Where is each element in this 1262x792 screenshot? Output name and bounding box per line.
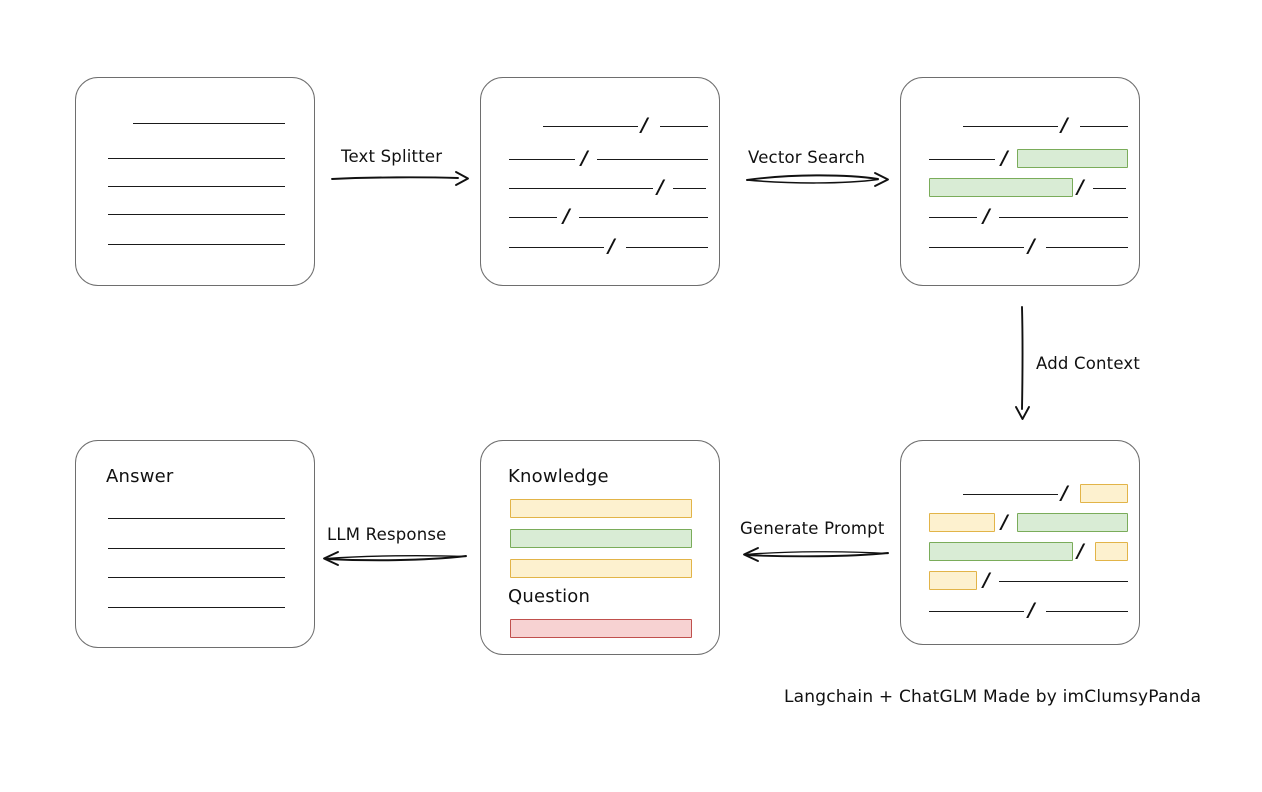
chunk-line <box>963 126 1058 127</box>
chunk-slash: / <box>1077 176 1084 198</box>
chunk-line <box>929 217 977 218</box>
question-bar[interactable] <box>510 619 692 638</box>
context-chunks-box[interactable]: / / / / / <box>900 440 1140 645</box>
chunk-line <box>999 217 1128 218</box>
chunk-line <box>626 247 708 248</box>
edge-label-vector-search: Vector Search <box>748 148 866 167</box>
chunk-line <box>543 126 638 127</box>
source-document-box[interactable] <box>75 77 315 286</box>
document-line <box>108 158 285 159</box>
chunk-line <box>509 217 557 218</box>
chunk-slash: / <box>608 235 615 257</box>
document-line <box>108 214 285 215</box>
answer-line <box>108 518 285 519</box>
edge-label-generate-prompt: Generate Prompt <box>740 519 885 538</box>
answer-heading: Answer <box>106 466 174 487</box>
context-chunk-highlight[interactable] <box>1080 484 1128 503</box>
credit-text: Langchain + ChatGLM Made by imClumsyPand… <box>784 687 1202 707</box>
prompt-box[interactable]: Knowledge Question <box>480 440 720 655</box>
context-chunk-highlight[interactable] <box>1095 542 1128 561</box>
chunk-line <box>509 188 653 189</box>
add-context-arrow <box>1015 306 1030 420</box>
chunk-line <box>1080 126 1128 127</box>
chunk-line <box>597 159 708 160</box>
knowledge-bar[interactable] <box>510 559 692 578</box>
generate-prompt-arrow <box>743 547 889 562</box>
vector-search-arrow <box>746 172 889 187</box>
document-line <box>108 186 285 187</box>
knowledge-heading: Knowledge <box>508 466 609 487</box>
context-chunk-highlight[interactable] <box>929 513 995 532</box>
chunk-line <box>1046 247 1128 248</box>
chunk-line <box>929 247 1024 248</box>
answer-box[interactable]: Answer <box>75 440 315 648</box>
context-chunk-highlight[interactable] <box>929 571 977 590</box>
knowledge-bar[interactable] <box>510 529 692 548</box>
chunk-line <box>579 217 708 218</box>
chunk-slash: / <box>1001 511 1008 533</box>
matched-chunks-box[interactable]: / / / / / <box>900 77 1140 286</box>
chunk-slash: / <box>1077 540 1084 562</box>
chunk-slash: / <box>1028 599 1035 621</box>
chunk-slash: / <box>983 205 990 227</box>
split-chunks-box[interactable]: / / / / / <box>480 77 720 286</box>
matched-chunk-highlight[interactable] <box>929 178 1073 197</box>
answer-line <box>108 607 285 608</box>
matched-chunk-highlight[interactable] <box>929 542 1073 561</box>
chunk-line <box>509 159 575 160</box>
edge-label-llm-response: LLM Response <box>327 525 447 544</box>
chunk-line <box>999 581 1128 582</box>
chunk-slash: / <box>1061 482 1068 504</box>
chunk-slash: / <box>983 569 990 591</box>
matched-chunk-highlight[interactable] <box>1017 149 1128 168</box>
llm-response-arrow <box>323 551 467 566</box>
answer-line <box>108 577 285 578</box>
chunk-line <box>963 494 1058 495</box>
chunk-line <box>660 126 708 127</box>
chunk-slash: / <box>581 147 588 169</box>
chunk-line <box>1093 188 1126 189</box>
text-splitter-arrow <box>331 171 469 186</box>
edge-label-add-context: Add Context <box>1036 354 1141 373</box>
document-line <box>133 123 285 124</box>
chunk-slash: / <box>657 176 664 198</box>
chunk-line <box>1046 611 1128 612</box>
chunk-line <box>929 611 1024 612</box>
chunk-slash: / <box>1001 147 1008 169</box>
document-line <box>108 244 285 245</box>
question-heading: Question <box>508 586 591 607</box>
chunk-slash: / <box>1061 114 1068 136</box>
answer-line <box>108 548 285 549</box>
knowledge-bar[interactable] <box>510 499 692 518</box>
chunk-slash: / <box>1028 235 1035 257</box>
matched-chunk-highlight[interactable] <box>1017 513 1128 532</box>
chunk-line <box>673 188 706 189</box>
chunk-slash: / <box>641 114 648 136</box>
chunk-line <box>929 159 995 160</box>
edge-label-text-splitter: Text Splitter <box>341 147 443 166</box>
chunk-line <box>509 247 604 248</box>
chunk-slash: / <box>563 205 570 227</box>
